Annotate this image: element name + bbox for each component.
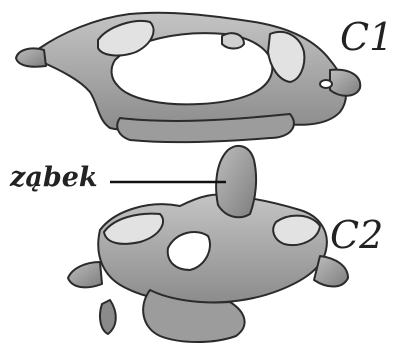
axis-left-transverse-process xyxy=(68,262,102,287)
atlas-left-transverse-process xyxy=(16,48,46,66)
atlas-transverse-foramen xyxy=(320,80,332,88)
zabek-label: ząbek xyxy=(10,164,98,191)
axis-right-transverse-process xyxy=(314,256,348,287)
axis-inferior-process xyxy=(100,300,116,334)
atlas-right-transverse-process xyxy=(330,70,360,96)
atlas-vertebra-c1 xyxy=(16,13,360,142)
atlas-anterior-tubercle xyxy=(222,33,244,48)
c2-label: C2 xyxy=(330,216,383,254)
axis-vertebra-c2 xyxy=(68,146,348,342)
c1-label: C1 xyxy=(340,18,393,56)
axis-body xyxy=(98,194,327,302)
